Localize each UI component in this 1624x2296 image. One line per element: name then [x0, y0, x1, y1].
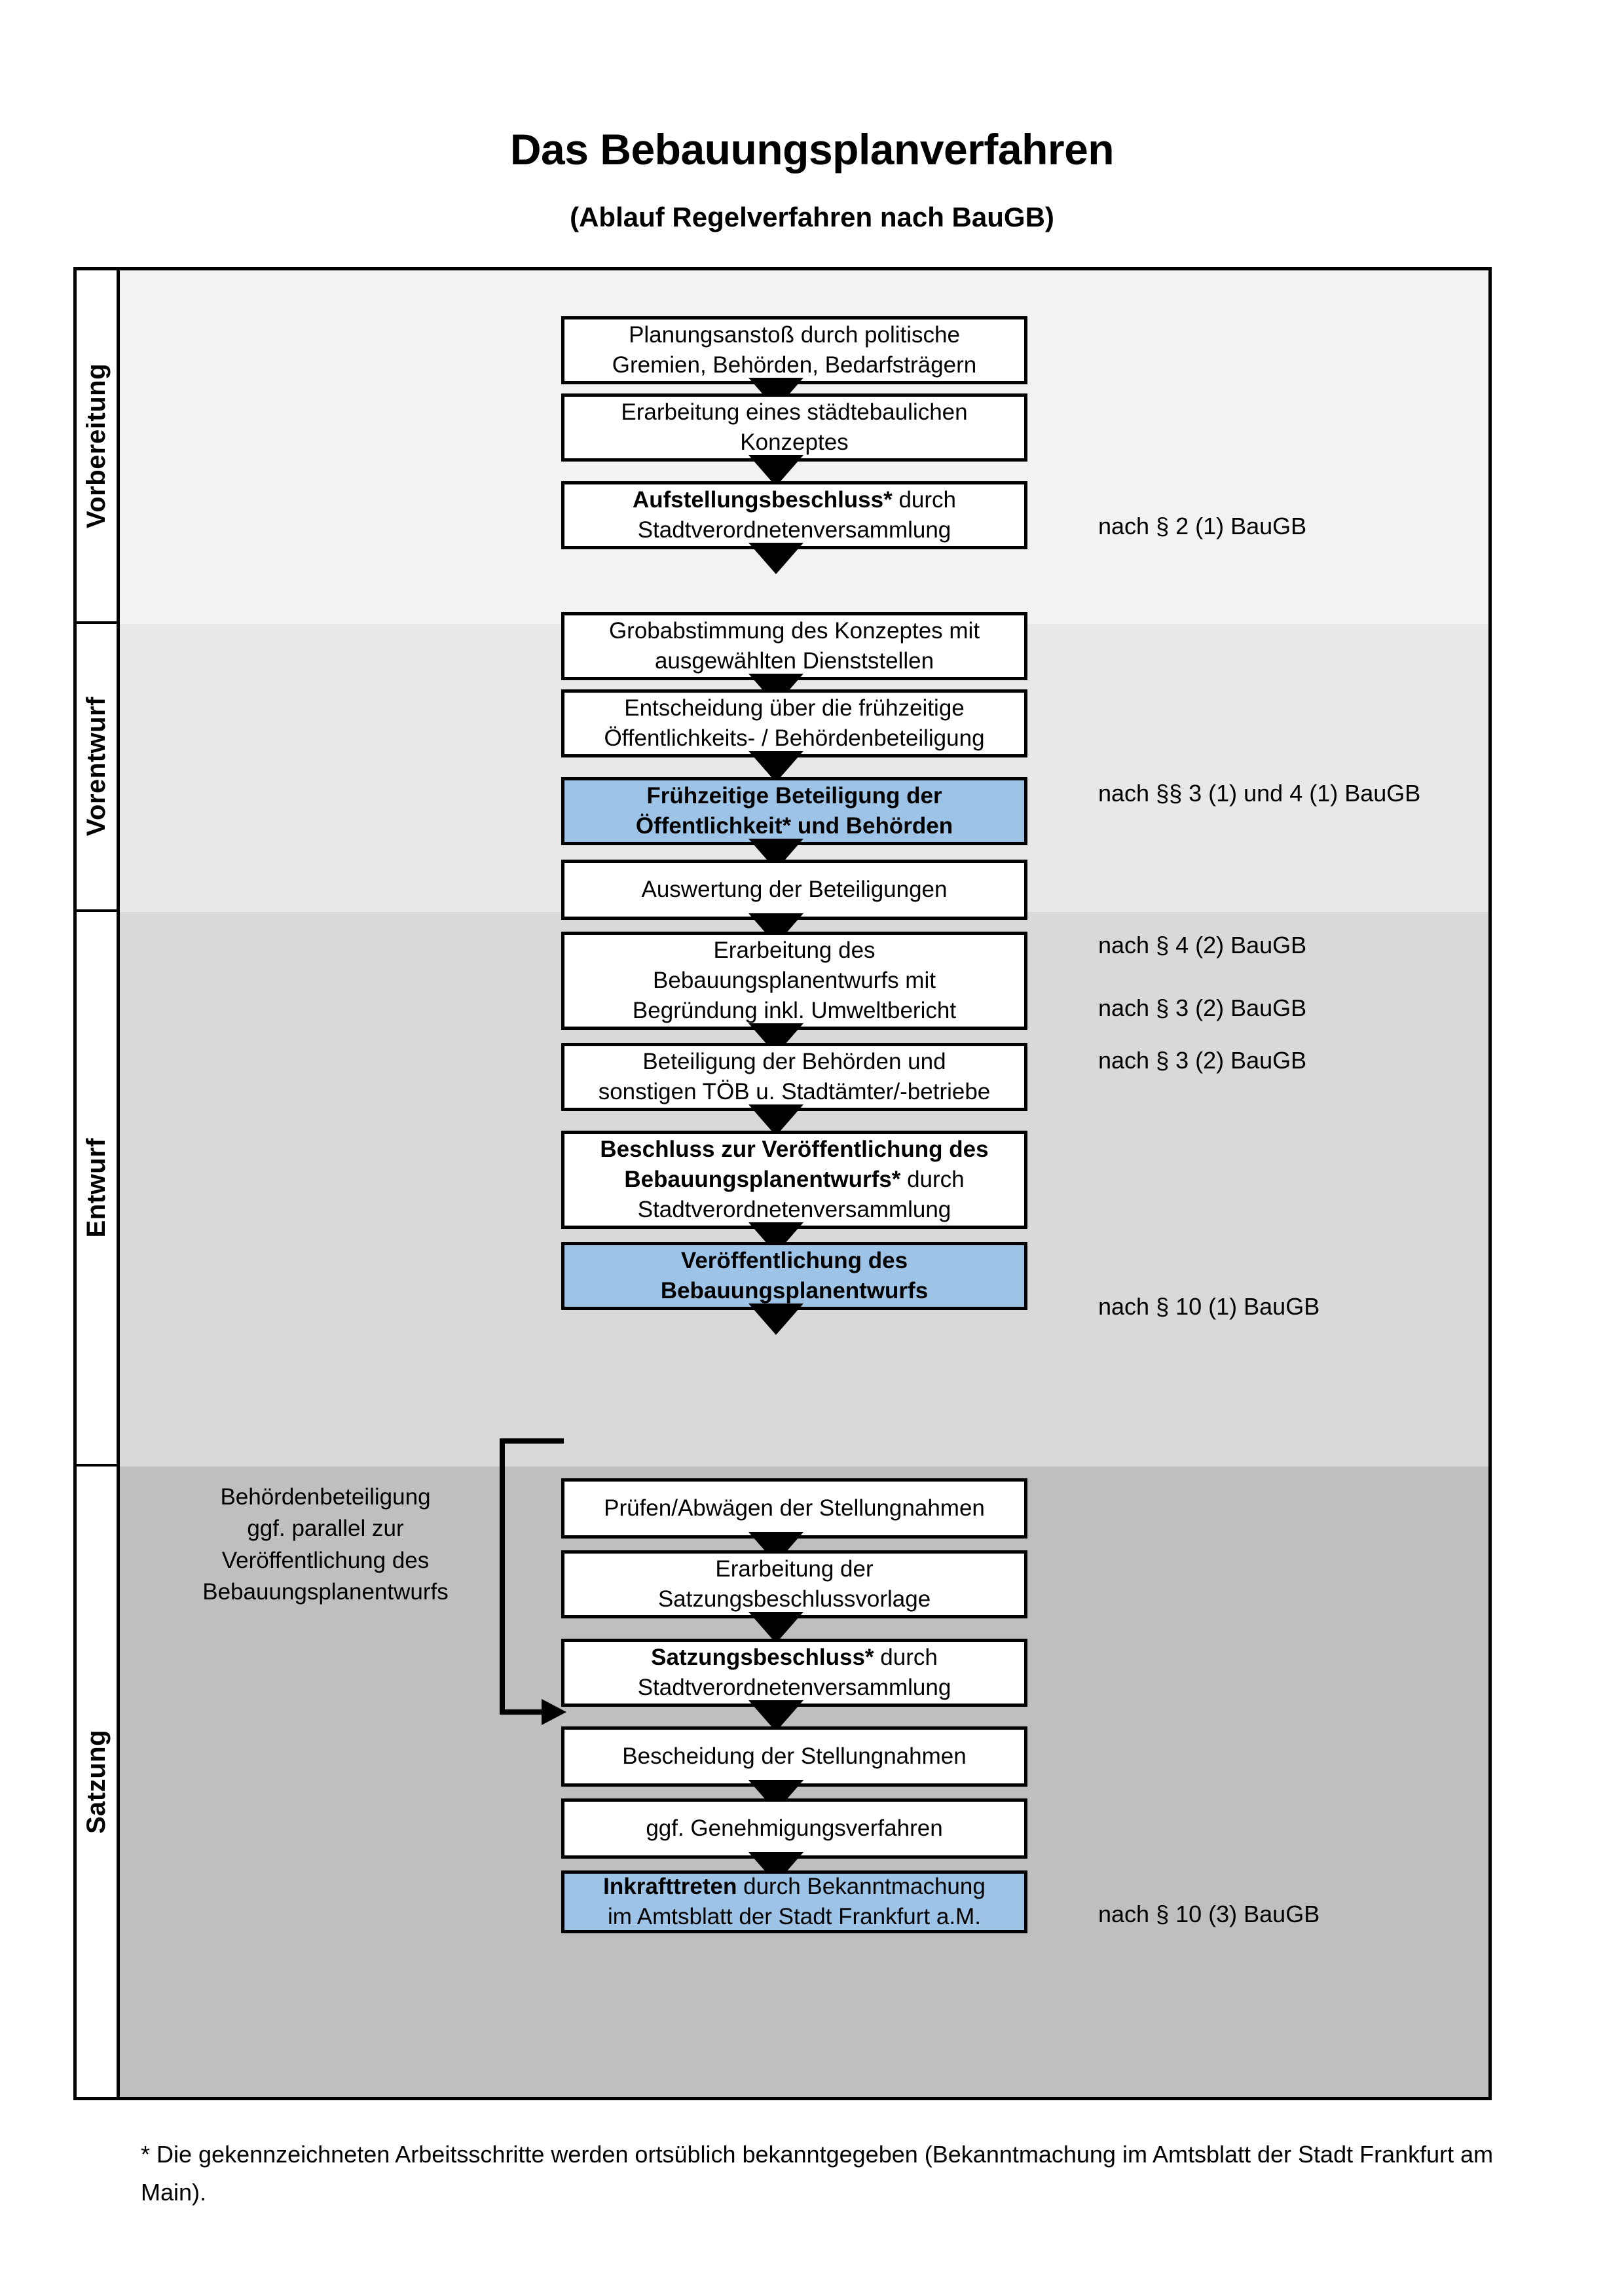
legal-reference-6: nach § 10 (1) BauGB — [1098, 1293, 1320, 1320]
process-step-label: Bescheidung der Stellungnahmen — [622, 1743, 967, 1769]
side-annotation-line-4: Bebauungsplanentwurfs — [202, 1578, 449, 1605]
legal-reference-1: nach § 2 (1) BauGB — [1098, 513, 1307, 539]
legal-reference-7: nach § 10 (3) BauGB — [1098, 1901, 1320, 1927]
page-title: Das Bebauungsplanverfahren — [509, 125, 1115, 173]
side-annotation-line-2: ggf. parallel zur — [247, 1516, 404, 1542]
phase-label-vorentwurf: Vorentwurf — [82, 697, 111, 837]
side-annotation: Behördenbeteiligung ggf. parallel zur Ve… — [168, 1482, 483, 1608]
legal-reference-2: nach §§ 3 (1) und 4 (1) BauGB — [1098, 780, 1421, 807]
process-step-label: Auswertung der Beteiligungen — [641, 876, 948, 902]
legal-reference-4: nach § 3 (2) BauGB — [1098, 994, 1307, 1021]
process-step-label: ggf. Genehmigungsverfahren — [646, 1815, 943, 1841]
phase-cell-entwurf: Entwurf — [77, 912, 117, 1467]
flow-arrow-11 — [748, 1303, 803, 1335]
footnote: * Die gekennzeichneten Arbeitsschritte w… — [141, 2141, 1494, 2206]
phase-cell-vorentwurf: Vorentwurf — [77, 624, 117, 912]
side-annotation-line-1: Behördenbeteiligung — [220, 1484, 431, 1510]
process-step-12: Prüfen/Abwägen der Stellungnahmen — [561, 1478, 1027, 1539]
diagram-header: Das Bebauungsplanverfahren (Ablauf Regel… — [0, 0, 1624, 233]
phase-label-satzung: Satzung — [82, 1729, 111, 1834]
phase-label-entwurf: Entwurf — [82, 1138, 111, 1238]
parallel-process-connector — [500, 1438, 566, 1725]
phase-label-vorbereitung: Vorbereitung — [82, 363, 111, 528]
process-step-7: Auswertung der Beteiligungen — [561, 860, 1027, 920]
flow-arrow-3 — [748, 543, 803, 574]
process-step-16: ggf. Genehmigungsverfahren — [561, 1798, 1027, 1859]
process-step-label: Prüfen/Abwägen der Stellungnahmen — [604, 1495, 985, 1521]
flow-arrow-13 — [748, 1612, 803, 1643]
side-annotation-line-3: Veröffentlichung des — [221, 1547, 430, 1573]
page-subtitle: (Ablauf Regelverfahren nach BauGB) — [570, 202, 1054, 232]
phase-cell-satzung: Satzung — [77, 1467, 117, 2097]
process-step-15: Bescheidung der Stellungnahmen — [561, 1726, 1027, 1787]
phase-cell-vorbereitung: Vorbereitung — [77, 270, 117, 624]
legal-reference-5: nach § 3 (2) BauGB — [1098, 1047, 1307, 1074]
legal-reference-3: nach § 4 (2) BauGB — [1098, 932, 1307, 958]
